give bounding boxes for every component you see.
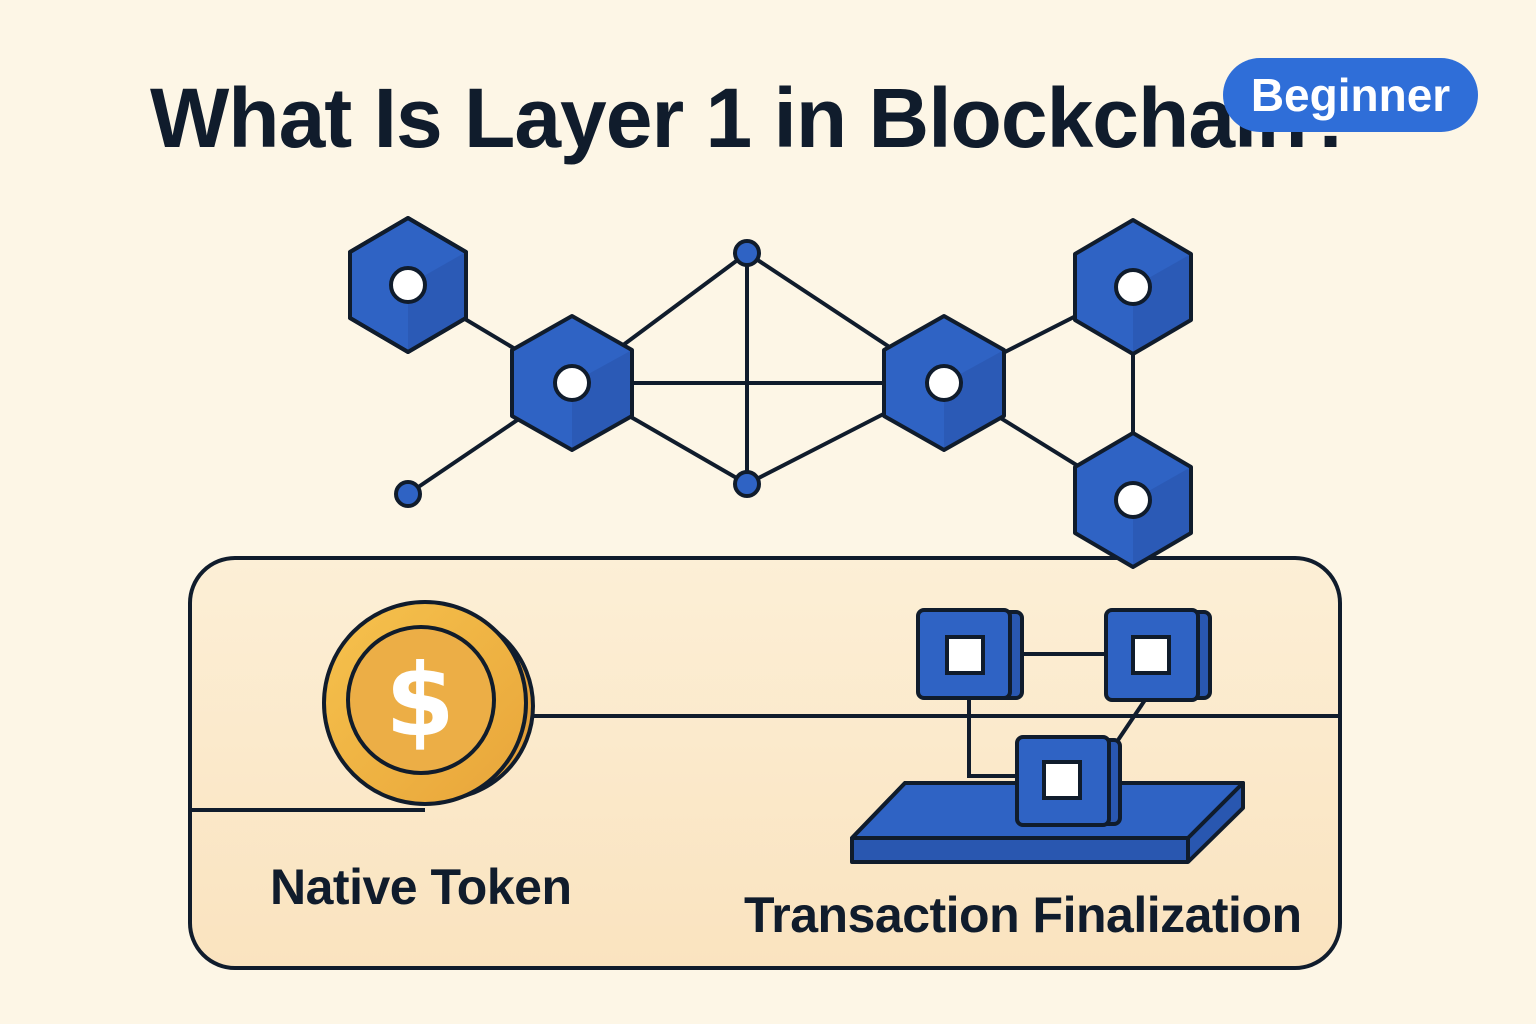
dot-node xyxy=(733,470,761,498)
page-title: What Is Layer 1 in Blockchain? xyxy=(150,71,1358,165)
svg-text:$: $ xyxy=(385,642,455,759)
dollar-coin-icon: $ xyxy=(322,600,535,806)
dot-node xyxy=(733,239,761,267)
cube-block-icon xyxy=(1015,735,1122,827)
difficulty-badge: Beginner xyxy=(1223,58,1478,132)
dot-node xyxy=(394,480,422,508)
hexagon-node-icon xyxy=(882,314,1006,452)
hexagon-node-icon xyxy=(1073,431,1193,569)
cube-block-icon xyxy=(1104,608,1212,702)
transaction-finalization-label: Transaction Finalization xyxy=(744,887,1302,943)
hexagon-node-icon xyxy=(510,314,634,452)
hexagon-node-icon xyxy=(348,216,468,354)
hexagon-node-icon xyxy=(1073,218,1193,356)
cube-block-icon xyxy=(916,608,1024,700)
native-token-label: Native Token xyxy=(270,859,572,915)
